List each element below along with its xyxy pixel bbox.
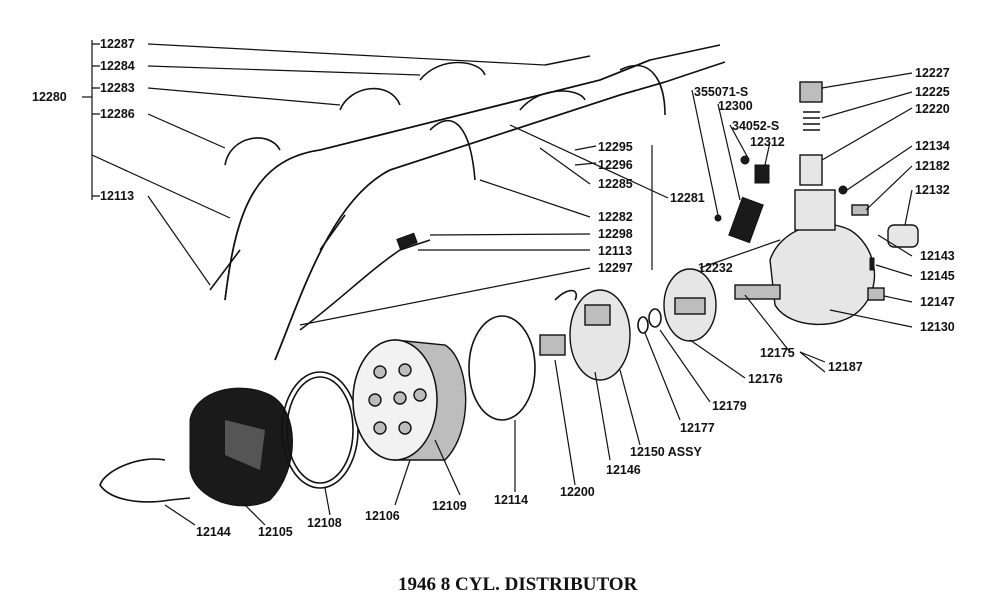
label-12179: 12179 [712, 399, 747, 413]
diagram-caption: 1946 8 CYL. DISTRIBUTOR [398, 574, 638, 595]
label-12150-assy: 12150 ASSY [630, 445, 702, 459]
label-12145: 12145 [920, 269, 955, 283]
housing-12130 [734, 189, 876, 326]
distributor-cap-12105 [189, 387, 293, 507]
conduit-clips [224, 61, 666, 181]
label-12113-top: 12113 [100, 189, 134, 203]
label-12281: 12281 [670, 191, 705, 205]
label-12144: 12144 [196, 525, 231, 539]
label-12282: 12282 [598, 210, 633, 224]
label-12113-mid: 12113 [598, 244, 632, 258]
label-12296: 12296 [598, 158, 633, 172]
label-12176: 12176 [748, 372, 783, 386]
breaker-plate-12150 [539, 289, 631, 381]
label-12175: 12175 [760, 346, 795, 360]
label-12220: 12220 [915, 102, 950, 116]
label-12109: 12109 [432, 499, 467, 513]
condenser-12300 [714, 155, 770, 244]
washers-12177-12179 [637, 308, 662, 334]
label-12232: 12232 [698, 261, 733, 275]
clip-12144 [99, 458, 191, 503]
label-12147: 12147 [920, 295, 955, 309]
distributor-body-12106 [352, 339, 467, 461]
label-12187: 12187 [828, 360, 863, 374]
ignition-wire-conduit-left [209, 59, 651, 301]
ignition-wire-conduit-right [274, 81, 666, 361]
label-12285: 12285 [598, 177, 633, 191]
label-12146: 12146 [606, 463, 641, 477]
label-12300: 12300 [718, 99, 753, 113]
label-12108: 12108 [307, 516, 342, 530]
label-12105: 12105 [258, 525, 293, 539]
label-12177: 12177 [680, 421, 715, 435]
label-12182: 12182 [915, 159, 950, 173]
gasket-12108 [281, 371, 359, 489]
label-12298: 12298 [598, 227, 633, 241]
gasket-12114 [468, 315, 536, 421]
label-12134: 12134 [915, 139, 950, 153]
leader-lines [82, 40, 913, 526]
label-12297: 12297 [598, 261, 633, 275]
label-12284: 12284 [100, 59, 135, 73]
label-12106: 12106 [365, 509, 400, 523]
label-12225: 12225 [915, 85, 950, 99]
label-12312: 12312 [750, 135, 785, 149]
label-12295: 12295 [598, 140, 633, 154]
label-12132: 12132 [915, 183, 950, 197]
oiler-parts-12227-12220 [799, 81, 823, 186]
cam-assembly-12176 [663, 268, 717, 342]
label-12143: 12143 [920, 249, 955, 263]
label-12283: 12283 [100, 81, 135, 95]
label-12280: 12280 [32, 90, 67, 104]
label-355071-s: 355071-S [694, 85, 748, 99]
label-12287: 12287 [100, 37, 135, 51]
label-34052-s: 34052-S [732, 119, 779, 133]
conduit-end-wires [544, 44, 726, 83]
label-12130: 12130 [920, 320, 955, 334]
small-parts-right [838, 185, 919, 301]
part-labels: 12287 12284 12283 12280 12286 12113 3550… [32, 37, 955, 539]
label-12227: 12227 [915, 66, 950, 80]
coil-lead-wire [299, 232, 431, 331]
label-12286: 12286 [100, 107, 135, 121]
label-12200: 12200 [560, 485, 595, 499]
label-12114: 12114 [494, 493, 528, 507]
